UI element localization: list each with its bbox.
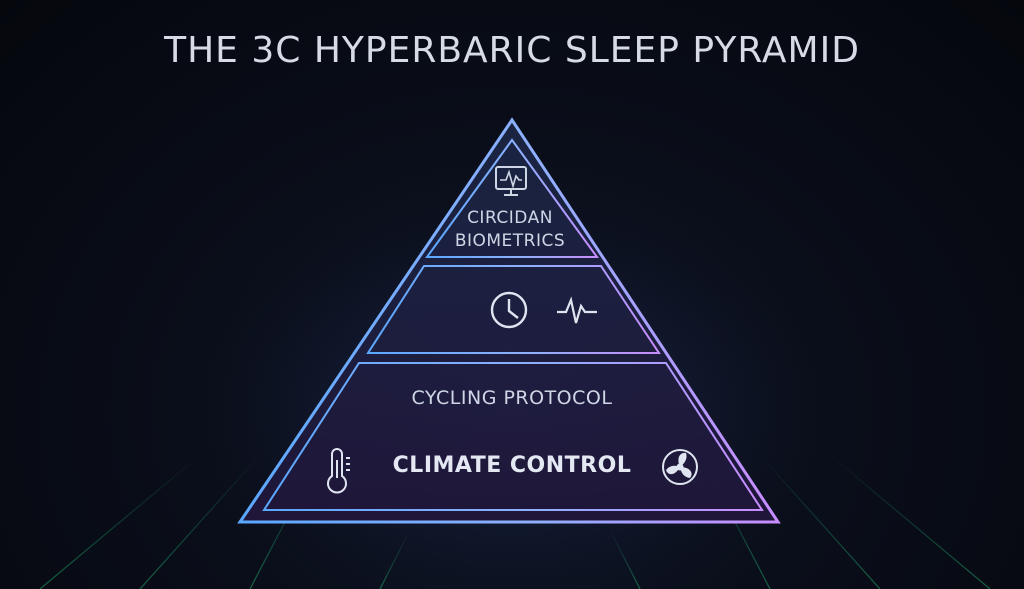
clock-icon — [490, 291, 528, 329]
pyramid-tier-top — [425, 138, 599, 258]
page-title: THE 3C HYPERBARIC SLEEP PYRAMID — [164, 30, 860, 71]
tier-top-line2: BIOMETRICS — [454, 231, 566, 251]
thermometer-icon — [327, 448, 350, 494]
monitor-heartbeat-icon — [495, 166, 527, 196]
pyramid-tier-middle — [366, 265, 661, 354]
pulse-icon — [557, 296, 597, 324]
tier-base-lower-label: CLIMATE CONTROL — [392, 453, 632, 478]
tier-top-line1: CIRCIDAN — [467, 208, 553, 228]
pyramid-outline — [237, 117, 781, 524]
tier-base-upper-label: CYCLING PROTOCOL — [411, 387, 613, 409]
pyramid-tier-base — [262, 362, 764, 511]
fan-icon — [662, 449, 698, 485]
